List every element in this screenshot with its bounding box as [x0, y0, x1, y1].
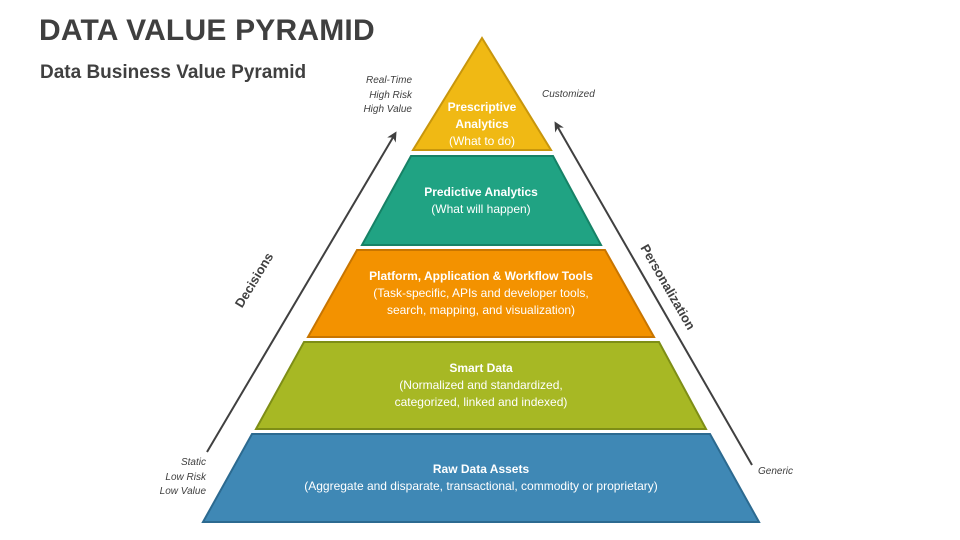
left-bottom-note-line: Static	[180, 457, 206, 468]
layer-prescriptive-text: Prescriptive Analytics (What to do)	[448, 99, 517, 150]
right-bottom-note: Generic	[758, 465, 793, 480]
layer-smart-data-text: Smart Data (Normalized and standardized,…	[395, 360, 568, 411]
layer-platform-text: Platform, Application & Workflow Tools (…	[369, 268, 593, 319]
layer-title: Analytics	[455, 117, 509, 131]
decisions-arrow	[206, 131, 397, 453]
page-subtitle: Data Business Value Pyramid	[40, 62, 307, 83]
layer-smart-data-shape	[254, 341, 708, 430]
left-top-note-line: High Risk	[369, 89, 412, 101]
layer-title: Platform, Application & Workflow Tools	[369, 269, 593, 283]
page-title: DATA VALUE PYRAMID	[39, 14, 375, 47]
layer-description: (What to do)	[448, 134, 516, 148]
layer-predictive-text: Predictive Analytics (What will happen)	[424, 184, 538, 218]
personalization-arrow	[554, 121, 753, 466]
pyramid-layers	[201, 36, 761, 523]
right-top-note-line: Customized	[542, 89, 595, 100]
layer-title: Raw Data Assets	[432, 462, 530, 476]
layer-description: (Normalized and standardized,	[399, 378, 563, 392]
left-bottom-note-line: Low Value	[159, 486, 206, 497]
right-top-note: Customized	[542, 88, 595, 103]
layer-description: (Task-specific, APIs and developer tools…	[373, 286, 589, 300]
layer-description: categorized, linked and indexed)	[394, 395, 568, 409]
layer-raw-data-text: Raw Data Assets (Aggregate and disparate…	[304, 461, 658, 495]
layer-title: Prescriptive	[447, 100, 517, 114]
layer-title: Predictive Analytics	[424, 185, 538, 199]
layer-raw-data-shape	[201, 433, 761, 523]
left-top-note: Real-Time High Risk High Value	[363, 74, 412, 118]
layer-platform-shape	[306, 249, 656, 338]
layer-title: Smart Data	[449, 361, 513, 375]
layer-description: (Aggregate and disparate, transactional,…	[304, 479, 658, 493]
right-bottom-note-line: Generic	[758, 466, 794, 477]
left-bottom-note-line: Low Risk	[165, 471, 206, 483]
layer-predictive-shape	[360, 155, 603, 246]
left-top-note-line: High Value	[363, 104, 412, 115]
layer-prescriptive-shape	[411, 36, 553, 151]
left-top-note-line: Real-Time	[365, 75, 412, 86]
left-bottom-note: Static Low Risk Low Value	[160, 456, 206, 500]
layer-description: search, mapping, and visualization)	[386, 303, 576, 317]
layer-description: (What will happen)	[431, 202, 531, 216]
